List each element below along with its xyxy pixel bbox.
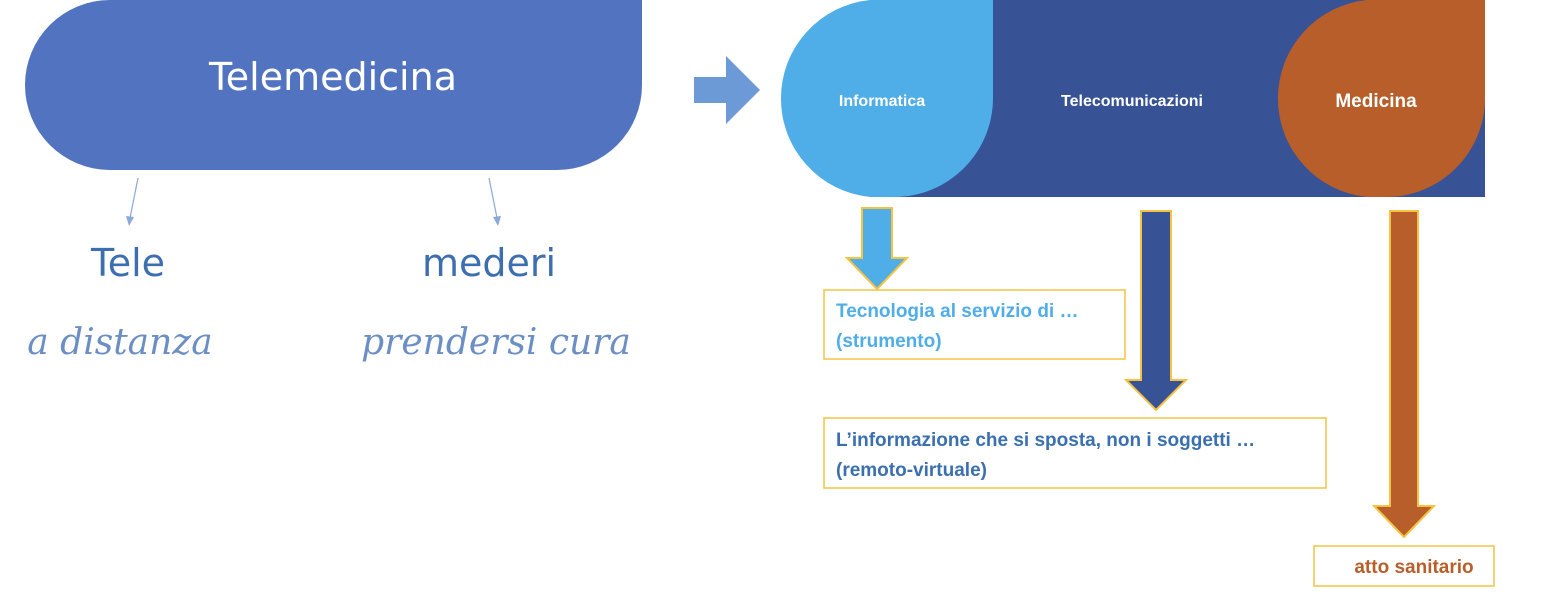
segment-label-telecomunicazioni: Telecomunicazioni bbox=[1061, 93, 1203, 110]
down-arrow-telecomunicazioni bbox=[1123, 210, 1189, 412]
down-arrow-medicina bbox=[1371, 210, 1437, 539]
flow-arrow bbox=[694, 56, 760, 124]
title-pill bbox=[25, 0, 642, 170]
box-tecnologia-line-1: Tecnologia al servizio di … bbox=[836, 301, 1078, 322]
box-atto-sanitario-line-1: atto sanitario bbox=[1354, 557, 1473, 578]
title-label: Telemedicina bbox=[208, 55, 457, 99]
segment-label-informatica: Informatica bbox=[839, 93, 925, 110]
segment-medicina bbox=[1277, 0, 1485, 197]
box-informazione-line-1: L’informazione che si sposta, non i sogg… bbox=[836, 430, 1255, 451]
connector-arrow-tele bbox=[126, 177, 139, 226]
part-meaning-tele: a distanza bbox=[27, 322, 212, 363]
part-word-tele: Tele bbox=[90, 241, 165, 285]
down-arrow-informatica bbox=[844, 207, 910, 291]
box-tecnologia-line-2: (strumento) bbox=[836, 331, 942, 352]
box-atto-sanitario bbox=[1313, 545, 1495, 587]
segment-label-medicina: Medicina bbox=[1335, 91, 1417, 112]
box-tecnologia bbox=[823, 289, 1126, 360]
part-word-mederi: mederi bbox=[422, 241, 556, 285]
box-informazione bbox=[823, 417, 1327, 489]
segment-informatica bbox=[780, 0, 993, 197]
box-informazione-line-2: (remoto-virtuale) bbox=[836, 460, 987, 481]
part-meaning-mederi: prendersi cura bbox=[361, 322, 631, 363]
connector-arrow-mederi bbox=[488, 177, 501, 226]
